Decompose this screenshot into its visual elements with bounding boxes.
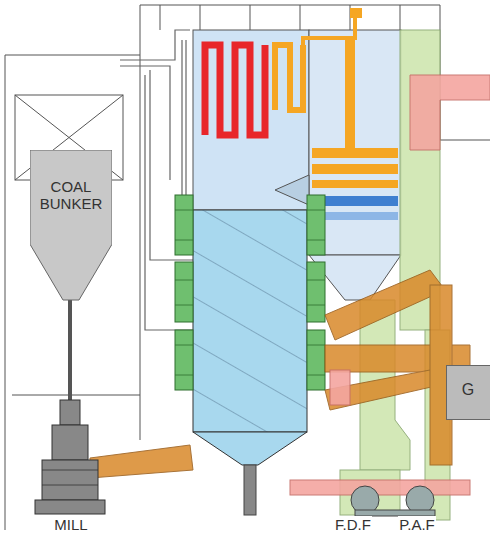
mill-label: MILL xyxy=(53,516,88,533)
fan-label: F.D.F xyxy=(334,516,372,533)
coal-bunker: COAL BUNKER xyxy=(30,150,112,302)
fan-label: P.A.F xyxy=(398,516,436,533)
node-outline xyxy=(30,150,112,302)
node-text: COAL BUNKER xyxy=(30,178,112,213)
node-text: G xyxy=(446,381,490,399)
heater-box: G xyxy=(446,365,490,420)
